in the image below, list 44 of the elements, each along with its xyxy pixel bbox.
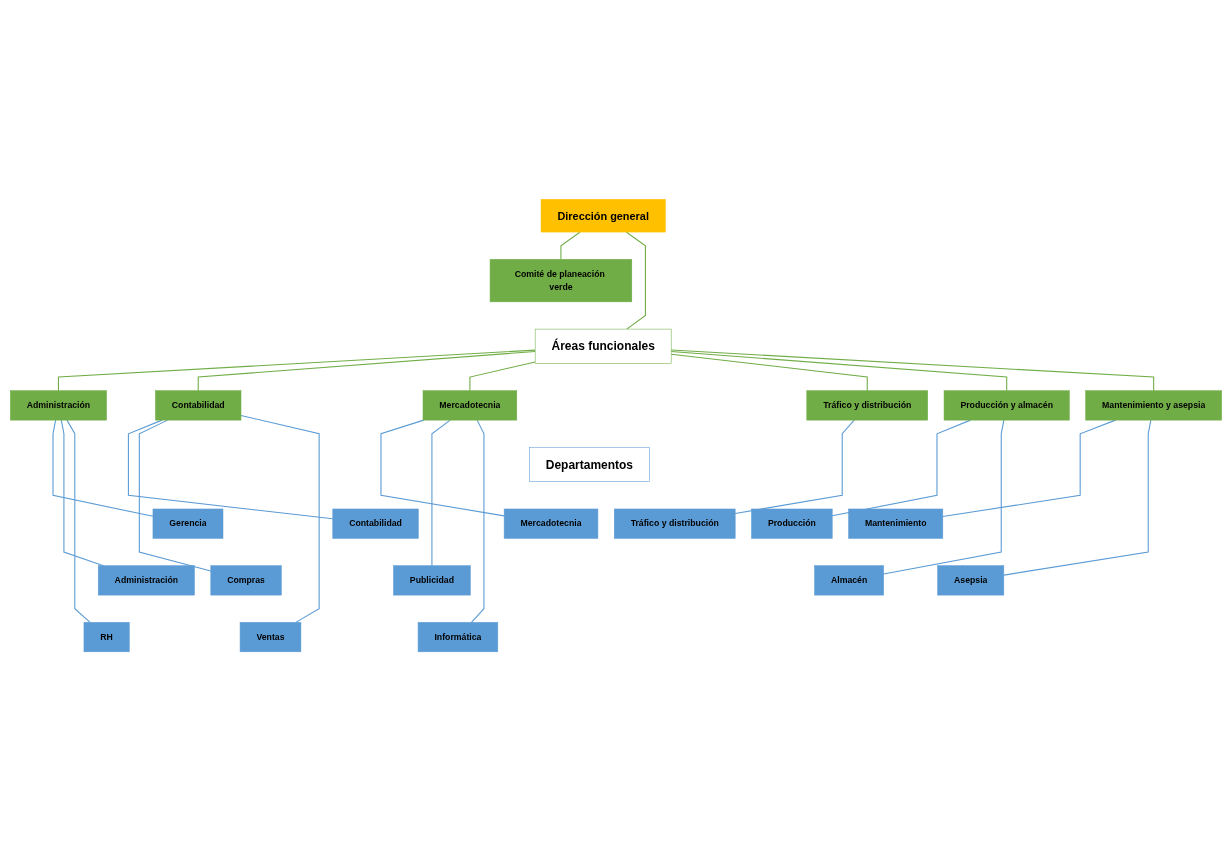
connector — [883, 420, 1005, 575]
connector — [470, 420, 485, 624]
connector — [670, 351, 1008, 392]
node-box: Áreas funcionales — [534, 329, 672, 365]
node-box: Contabilidad — [332, 509, 419, 540]
node-box: Compras — [210, 565, 282, 596]
connector — [60, 420, 105, 567]
node-box: RH — [83, 622, 130, 653]
connector — [431, 420, 451, 567]
node-box: Mercadotecnia — [422, 390, 518, 421]
node-box: Administración — [10, 390, 107, 421]
node-box: Tráfico y distribución — [806, 390, 928, 421]
connector — [670, 354, 868, 392]
connector — [1003, 420, 1152, 577]
connector — [380, 420, 505, 517]
connector — [240, 415, 320, 624]
node-box: Informática — [417, 622, 499, 653]
node-box: Tráfico y distribución — [614, 509, 736, 540]
node-box: Contabilidad — [155, 390, 242, 421]
node-box: Departamentos — [529, 447, 650, 483]
node-box: Publicidad — [393, 565, 471, 596]
connector — [57, 350, 536, 392]
node-box: Dirección general — [540, 199, 666, 233]
node-box: Administración — [97, 565, 195, 596]
connector — [127, 420, 334, 520]
node-box: Mantenimiento — [848, 509, 944, 540]
node-box: Mercadotecnia — [503, 509, 599, 540]
connector — [625, 231, 646, 331]
connector — [197, 351, 536, 392]
connector — [66, 420, 91, 624]
node-box: Producción — [751, 509, 833, 540]
connector — [560, 231, 581, 261]
node-box: Comité de planeación verde — [489, 259, 633, 303]
connector — [734, 420, 855, 515]
node-box: Almacén — [814, 565, 884, 596]
node-box: Ventas — [239, 622, 302, 653]
node-box: Gerencia — [152, 509, 224, 540]
node-box: Producción y almacén — [943, 390, 1070, 421]
connector — [469, 361, 536, 392]
connector — [138, 420, 212, 572]
connector — [52, 420, 154, 518]
connector — [670, 349, 1155, 392]
node-box: Asepsia — [937, 565, 1005, 596]
node-box: Mantenimiento y asepsia — [1085, 390, 1222, 421]
